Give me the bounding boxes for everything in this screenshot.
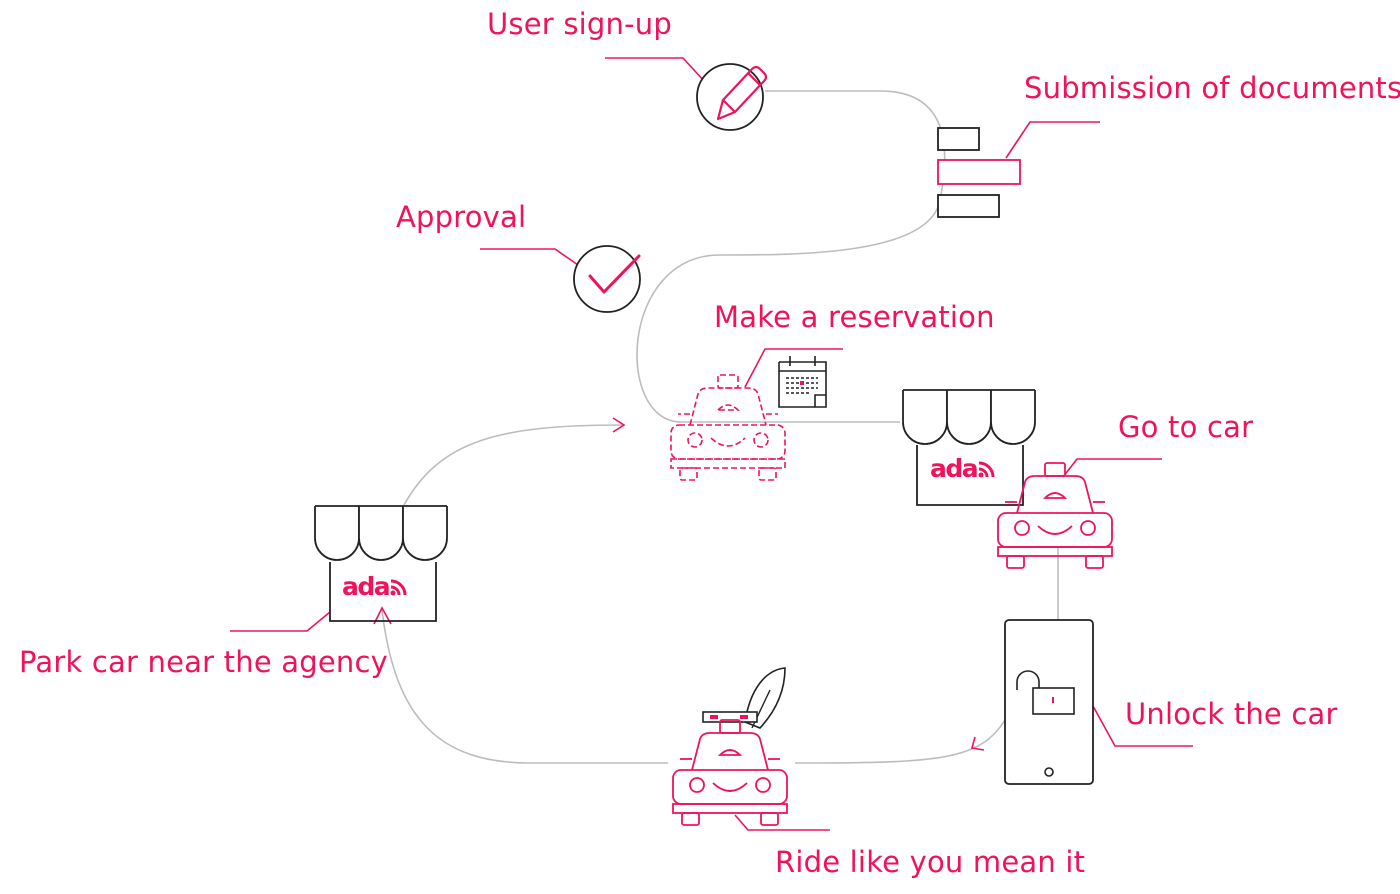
step-label-go-to-car: Go to car xyxy=(1118,410,1254,444)
reservation-car-icon xyxy=(670,374,786,481)
step-label-reservation: Make a reservation xyxy=(714,300,995,334)
agency-storefront-icon xyxy=(902,389,1036,506)
calendar-icon xyxy=(778,356,827,408)
agency-storefront-icon-2 xyxy=(314,505,448,622)
ada-logo-text: ada xyxy=(930,454,979,483)
car-with-surfboard-icon xyxy=(672,667,788,826)
pencil-icon xyxy=(696,63,768,131)
connectivity-icon xyxy=(978,461,995,478)
ada-logo-2: ada xyxy=(342,574,411,599)
step-label-ride: Ride like you mean it xyxy=(775,845,1086,879)
step-label-submission: Submission of documents xyxy=(1024,71,1400,105)
step-label-unlock: Unlock the car xyxy=(1125,697,1338,731)
step-label-user-signup: User sign-up xyxy=(487,7,672,41)
leader-lines xyxy=(230,57,1193,831)
checkmark-icon xyxy=(573,245,641,313)
ada-logo-text-2: ada xyxy=(342,572,391,601)
documents-icon xyxy=(937,127,1021,218)
connectivity-icon-2 xyxy=(390,579,407,596)
ada-logo: ada xyxy=(930,456,999,481)
car-icon xyxy=(997,462,1113,569)
step-label-approval: Approval xyxy=(396,200,527,234)
step-label-park: Park car near the agency xyxy=(19,645,388,679)
path-arrows xyxy=(373,417,985,751)
smartphone-unlock-icon xyxy=(1004,619,1094,785)
